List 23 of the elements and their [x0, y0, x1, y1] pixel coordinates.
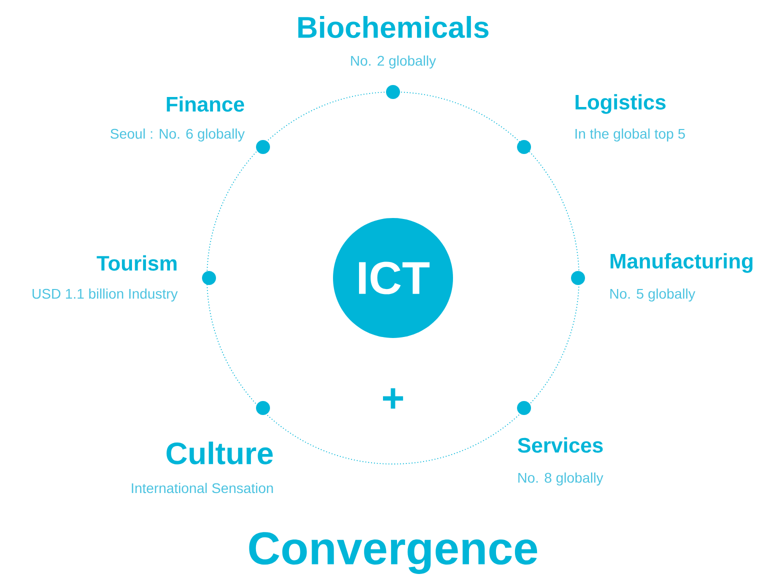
dot	[386, 85, 400, 99]
sector-heading: Manufacturing	[610, 253, 752, 273]
dot	[202, 271, 216, 285]
dot	[256, 401, 270, 415]
plus-sign: +	[383, 388, 404, 409]
sector-heading: Finance	[166, 96, 244, 112]
sector-note: No. 2 globally	[351, 55, 436, 69]
sector-heading: Services	[518, 437, 603, 453]
sector-note: USD 1.1 billion Industry	[32, 288, 178, 302]
dot	[256, 140, 270, 154]
sector-note: In the global top 5	[576, 128, 685, 142]
sector-note: No. 5 globally	[610, 288, 696, 302]
dot	[571, 271, 585, 285]
sector-note: Seoul : No. 6 globally	[110, 128, 245, 142]
dot	[517, 140, 531, 154]
sector-note: International Sensation	[132, 482, 273, 494]
sector-heading: Biochemicals	[298, 16, 488, 38]
caption: Convergence	[249, 532, 538, 574]
sector-heading: Tourism	[96, 255, 177, 271]
sector-heading: Culture	[166, 442, 273, 464]
sector-note: No. 8 globally	[518, 472, 604, 486]
sector-heading: Logistics	[576, 94, 666, 114]
dot	[517, 401, 531, 415]
